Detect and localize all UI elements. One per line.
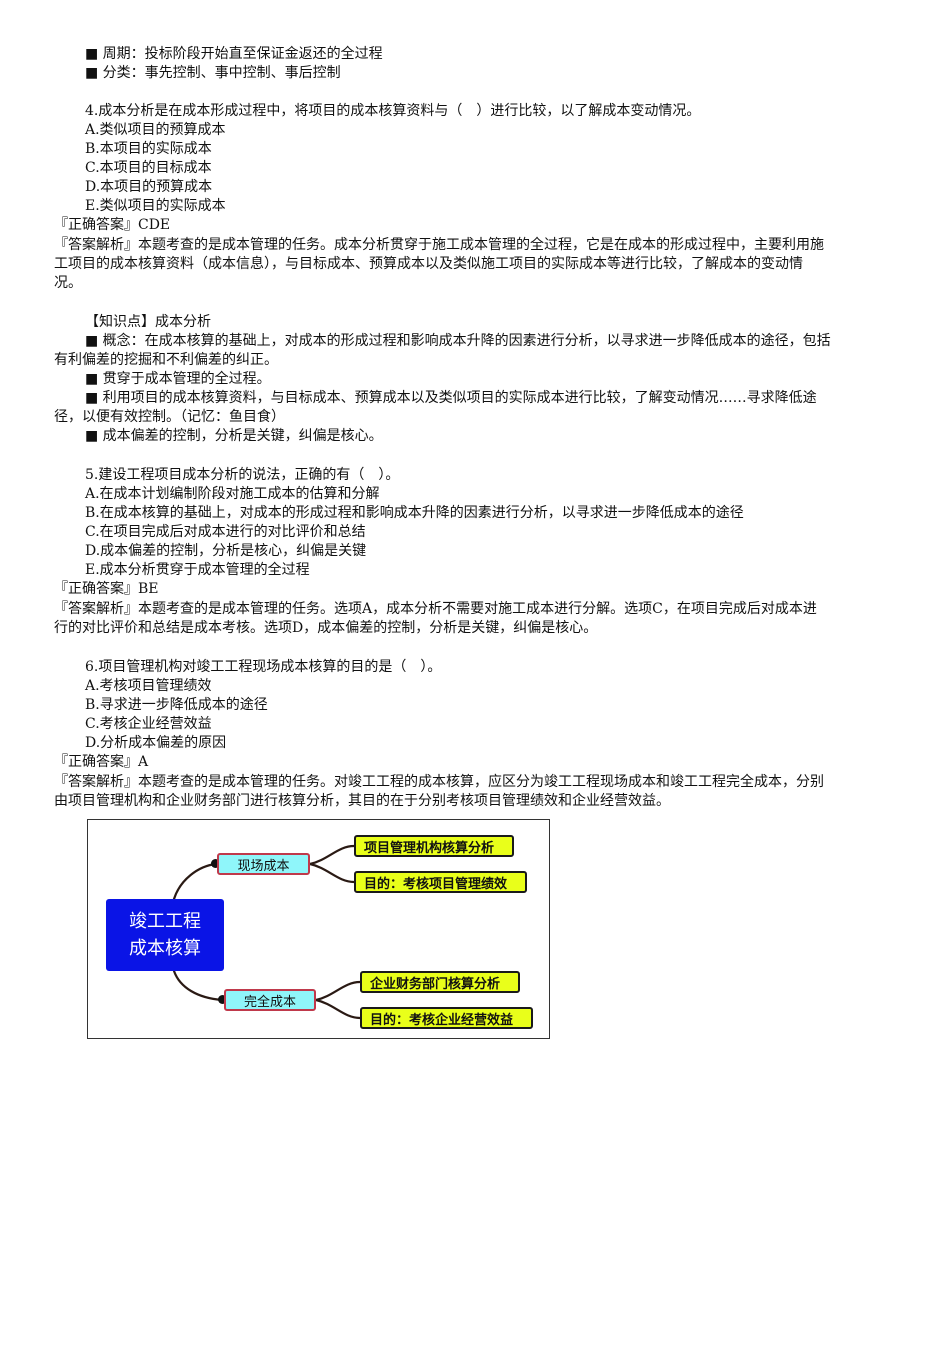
q4-analysis-line-2: 工项目的成本核算资料（成本信息），与目标成本、预算成本以及类似施工项目的实际成本…	[54, 256, 803, 272]
knowledge-line-1: ■ 概念：在成本核算的基础上，对成本的形成过程和影响成本升降的因素进行分析，以寻…	[85, 333, 831, 349]
branch-node-label: 现场成本	[237, 858, 290, 874]
q4-analysis-line-1: 『答案解析』本题考查的是成本管理的任务。成本分析贯穿于施工成本管理的全过程，它是…	[54, 237, 824, 253]
q5-option-d: D.成本偏差的控制，分析是核心，纠偏是关键	[85, 543, 367, 559]
branch-node-label: 完全成本	[243, 994, 296, 1010]
q5-option-b: B.在成本核算的基础上，对成本的形成过程和影响成本升降的因素进行分析，以寻求进一…	[85, 505, 744, 521]
leaf-node-finance-analysis: 企业财务部门核算分析	[360, 971, 520, 993]
bullet-cycle: ■ 周期：投标阶段开始直至保证金返还的全过程	[85, 46, 383, 62]
knowledge-line-6: ■ 成本偏差的控制，分析是关键，纠偏是核心。	[85, 428, 383, 444]
q5-option-e: E.成本分析贯穿于成本管理的全过程	[85, 562, 310, 578]
branch-node-site-cost: 现场成本	[217, 853, 310, 875]
q4-option-d: D.本项目的预算成本	[85, 179, 213, 195]
cost-accounting-mindmap: 竣工工程 成本核算 现场成本 完全成本 项目管理机构核算分析 目的：考核项目管理…	[87, 819, 550, 1039]
leaf-node-label: 企业财务部门核算分析	[370, 976, 501, 992]
q6-option-c: C.考核企业经营效益	[85, 716, 212, 732]
q6-answer: 『正确答案』A	[54, 754, 149, 770]
leaf-node-project-analysis: 项目管理机构核算分析	[354, 835, 514, 857]
leaf-node-label: 目的：考核企业经营效益	[370, 1012, 514, 1028]
knowledge-line-2: 有利偏差的挖掘和不利偏差的纠正。	[54, 352, 278, 368]
q4-option-c: C.本项目的目标成本	[85, 160, 212, 176]
bullet-category: ■ 分类：事先控制、事中控制、事后控制	[85, 65, 341, 81]
leaf-node-label: 目的：考核项目管理绩效	[364, 876, 508, 892]
branch-node-full-cost: 完全成本	[224, 989, 316, 1011]
knowledge-line-4: ■ 利用项目的成本核算资料，与目标成本、预算成本以及类似项目的实际成本进行比较，…	[85, 390, 817, 406]
q5-answer: 『正确答案』BE	[54, 581, 159, 597]
root-node-line-1: 竣工工程	[129, 911, 201, 932]
q6-question: 6.项目管理机构对竣工工程现场成本核算的目的是（ ）。	[85, 659, 442, 675]
q6-option-d: D.分析成本偏差的原因	[85, 735, 227, 751]
q4-analysis-line-3: 况。	[54, 275, 82, 291]
root-node-line-2: 成本核算	[129, 938, 201, 959]
leaf-node-project-purpose: 目的：考核项目管理绩效	[354, 871, 527, 893]
q5-option-c: C.在项目完成后对成本进行的对比评价和总结	[85, 524, 366, 540]
q6-option-a: A.考核项目管理绩效	[85, 678, 212, 694]
q5-option-a: A.在成本计划编制阶段对施工成本的估算和分解	[85, 486, 380, 502]
connector-dot-icon	[211, 859, 220, 868]
root-node: 竣工工程 成本核算	[106, 899, 224, 971]
q6-option-b: B.寻求进一步降低成本的途径	[85, 697, 268, 713]
q6-analysis-line-2: 由项目管理机构和企业财务部门进行核算分析，其目的在于分别考核项目管理绩效和企业经…	[54, 793, 670, 809]
q6-analysis-line-1: 『答案解析』本题考查的是成本管理的任务。对竣工工程的成本核算，应区分为竣工工程现…	[54, 774, 824, 790]
mindmap-connectors	[172, 844, 362, 1020]
q4-answer: 『正确答案』CDE	[54, 217, 171, 233]
q4-option-a: A.类似项目的预算成本	[85, 122, 226, 138]
q4-option-e: E.类似项目的实际成本	[85, 198, 226, 214]
q4-question: 4.成本分析是在成本形成过程中，将项目的成本核算资料与（ ）进行比较，以了解成本…	[85, 103, 701, 119]
q4-option-b: B.本项目的实际成本	[85, 141, 212, 157]
q5-analysis-line-1: 『答案解析』本题考查的是成本管理的任务。选项A，成本分析不需要对施工成本进行分解…	[54, 601, 817, 617]
connector-dot-icon	[218, 995, 227, 1004]
knowledge-line-5: 径，以便有效控制。（记忆：鱼目食）	[54, 409, 285, 425]
knowledge-line-3: ■ 贯穿于成本管理的全过程。	[85, 371, 271, 387]
q5-question: 5.建设工程项目成本分析的说法，正确的有（ ）。	[85, 467, 400, 483]
knowledge-title: 【知识点】成本分析	[85, 314, 211, 330]
q5-analysis-line-2: 行的对比评价和总结是成本考核。选项D，成本偏差的控制，分析是关键，纠偏是核心。	[54, 620, 598, 636]
leaf-node-finance-purpose: 目的：考核企业经营效益	[360, 1007, 533, 1029]
leaf-node-label: 项目管理机构核算分析	[364, 840, 495, 856]
